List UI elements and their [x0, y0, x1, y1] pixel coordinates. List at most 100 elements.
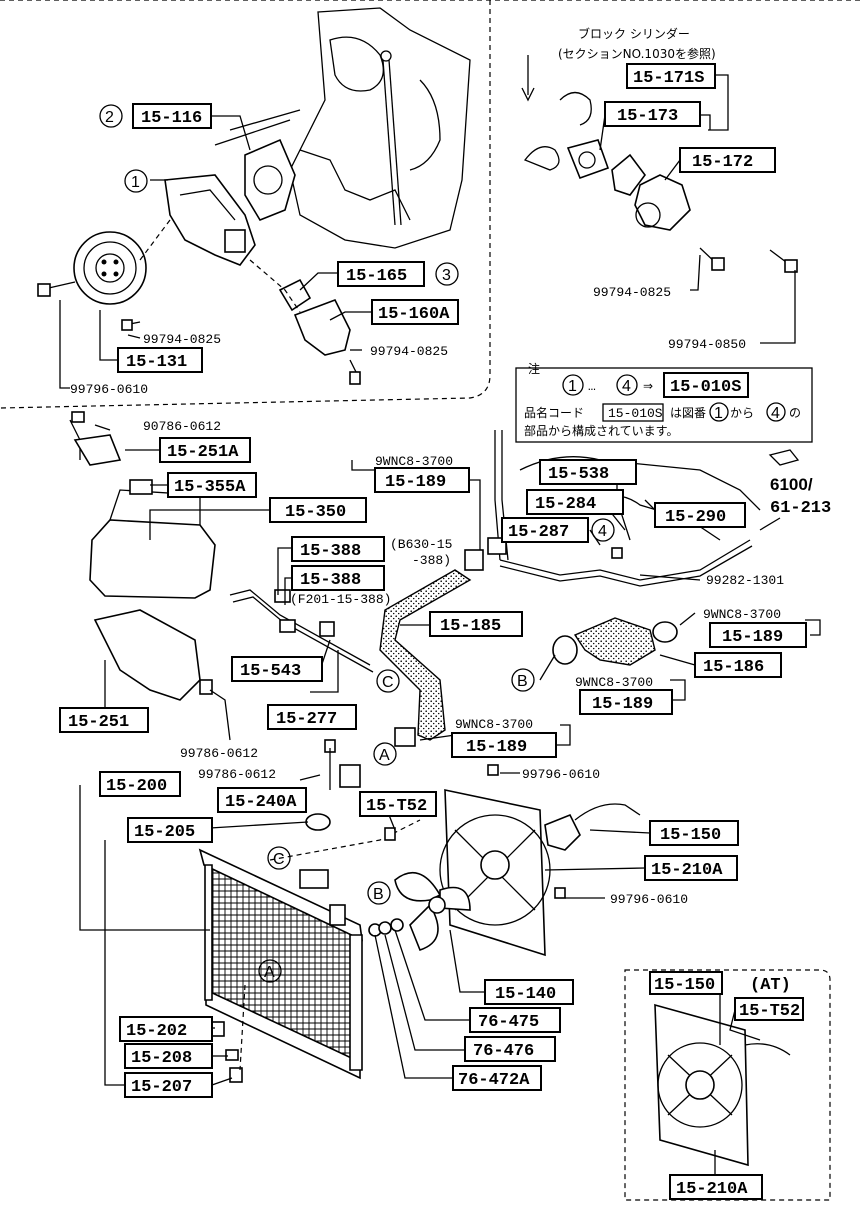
part-76-472a[interactable]: 76-472A: [458, 1071, 530, 1090]
part-15-388-b[interactable]: 15-388: [300, 571, 361, 590]
part-15-538[interactable]: 15-538: [548, 465, 609, 484]
code-9wnc8-c: 9WNC8-3700: [575, 675, 653, 690]
part-box[interactable]: [464, 1036, 556, 1062]
part-box[interactable]: [501, 517, 589, 543]
part-box[interactable]: [337, 261, 425, 287]
note-line1-c: から: [730, 406, 754, 420]
part-15-131[interactable]: 15-131: [126, 353, 187, 372]
code-9wnc8-b: 9WNC8-3700: [703, 607, 781, 622]
part-15-543[interactable]: 15-543: [240, 662, 301, 681]
part-box[interactable]: [539, 459, 637, 485]
part-box[interactable]: [644, 855, 738, 881]
part-15-210a-b[interactable]: 15-210A: [676, 1180, 748, 1199]
part-box[interactable]: [649, 971, 723, 995]
part-15-277[interactable]: 15-277: [276, 710, 337, 729]
part-15-200[interactable]: 15-200: [106, 777, 167, 796]
part-box[interactable]: [429, 611, 523, 637]
part-15-116[interactable]: 15-116: [141, 109, 202, 128]
part-15-173[interactable]: 15-173: [617, 107, 678, 126]
part-box[interactable]: [159, 437, 251, 463]
part-box[interactable]: [626, 63, 716, 89]
part-box[interactable]: [709, 622, 807, 648]
part-box[interactable]: [374, 467, 470, 493]
part-15-185[interactable]: 15-185: [440, 617, 501, 636]
part-box[interactable]: [119, 1016, 213, 1042]
part-box[interactable]: [267, 704, 357, 730]
ref-main[interactable]: 6100/: [770, 475, 813, 494]
part-15-189-d[interactable]: 15-189: [466, 738, 527, 757]
part-15-388-a[interactable]: 15-388: [300, 542, 361, 561]
part-box[interactable]: [649, 820, 739, 846]
part-box[interactable]: [669, 1174, 763, 1200]
part-box[interactable]: [579, 689, 673, 715]
part-box[interactable]: [291, 536, 385, 562]
part-box[interactable]: [127, 817, 213, 843]
part-15-207[interactable]: 15-207: [131, 1078, 192, 1097]
at-inset: [624, 969, 831, 1201]
ref-sub[interactable]: 61-213: [770, 499, 831, 518]
part-box[interactable]: [124, 1043, 213, 1069]
part-box[interactable]: [734, 997, 804, 1021]
part-15-210a-a[interactable]: 15-210A: [651, 861, 723, 880]
part-15-189-a[interactable]: 15-189: [385, 473, 446, 492]
part-box[interactable]: [469, 1007, 561, 1033]
part-15-251[interactable]: 15-251: [68, 713, 129, 732]
part-15-355a[interactable]: 15-355A: [174, 478, 246, 497]
part-box[interactable]: [99, 771, 181, 797]
part-76-476[interactable]: 76-476: [473, 1042, 534, 1061]
part-box[interactable]: [167, 472, 257, 498]
part-15-202[interactable]: 15-202: [126, 1022, 187, 1041]
part-box[interactable]: [59, 707, 149, 733]
part-box[interactable]: [117, 347, 203, 373]
part-box[interactable]: [124, 1072, 213, 1098]
part-15-189-b[interactable]: 15-189: [722, 628, 783, 647]
part-box[interactable]: [132, 103, 212, 129]
part-box[interactable]: [679, 147, 776, 173]
part-box[interactable]: [359, 791, 437, 817]
part-15-284[interactable]: 15-284: [535, 495, 596, 514]
part-15-150-b[interactable]: 15-150: [654, 976, 715, 995]
part-box[interactable]: [217, 787, 307, 813]
part-15-186[interactable]: 15-186: [703, 658, 764, 677]
marker-b-1: [511, 668, 535, 692]
code-b630: (B630-15: [390, 537, 452, 552]
part-box[interactable]: [526, 489, 624, 515]
part-15-350[interactable]: 15-350: [285, 503, 346, 522]
part-15-287[interactable]: 15-287: [508, 523, 569, 542]
part-15-172[interactable]: 15-172: [692, 153, 753, 172]
part-15-240a[interactable]: 15-240A: [225, 793, 297, 812]
part-box[interactable]: [604, 101, 701, 127]
block-note-line1: ブロック シリンダー: [578, 26, 690, 41]
fan-shroud-drawing: [368, 764, 641, 957]
part-15-140[interactable]: 15-140: [495, 985, 556, 1004]
note-inline-code: 15-010S: [608, 406, 663, 421]
part-box[interactable]: [484, 979, 574, 1005]
note-line1-a: 品名コード: [524, 405, 584, 420]
part-15-208[interactable]: 15-208: [131, 1049, 192, 1068]
part-box[interactable]: [231, 656, 323, 682]
part-box[interactable]: [694, 652, 782, 678]
part-box[interactable]: [269, 497, 367, 523]
part-15-t52-b[interactable]: 15-T52: [739, 1002, 800, 1021]
part-box[interactable]: [654, 502, 746, 528]
part-15-150-a[interactable]: 15-150: [660, 826, 721, 845]
marker-4: [591, 518, 615, 542]
part-box[interactable]: [291, 565, 385, 591]
part-15-165[interactable]: 15-165: [346, 267, 407, 286]
part-15-205[interactable]: 15-205: [134, 823, 195, 842]
part-15-160a[interactable]: 15-160A: [378, 305, 450, 324]
part-15-290[interactable]: 15-290: [665, 508, 726, 527]
part-box[interactable]: [451, 732, 557, 758]
part-76-475[interactable]: 76-475: [478, 1013, 539, 1032]
code-99796-0610-c: 99796-0610: [610, 892, 688, 907]
part-15-t52-a[interactable]: 15-T52: [366, 797, 427, 816]
part-box[interactable]: [371, 299, 459, 325]
part-15-171s[interactable]: 15-171S: [633, 69, 704, 88]
part-box[interactable]: [452, 1065, 542, 1091]
part-15-010s[interactable]: 15-010S: [670, 378, 741, 397]
part-15-251a[interactable]: 15-251A: [167, 443, 239, 462]
part-15-189-c[interactable]: 15-189: [592, 695, 653, 714]
part-box[interactable]: [663, 372, 749, 398]
radiator-drawing: [198, 739, 421, 1083]
